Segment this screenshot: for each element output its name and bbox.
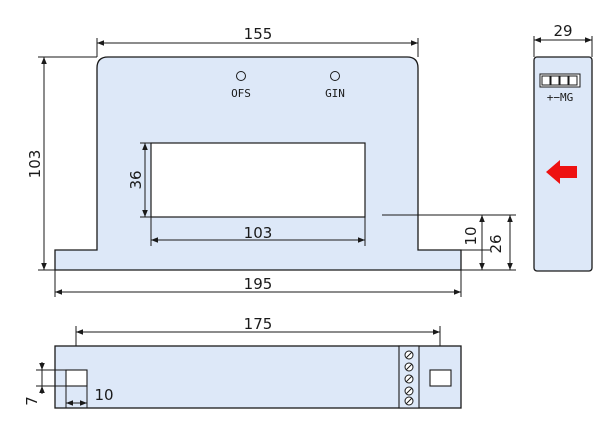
dim-label-window-width: 103	[244, 224, 273, 242]
screw-slot	[405, 351, 413, 359]
screw-slot	[405, 397, 413, 405]
conductor-window	[150, 142, 366, 218]
front-view: OFS GIN 155 103 36 103 195 10	[26, 25, 516, 297]
screw-slot	[405, 387, 413, 395]
connector-pin-icon	[559, 75, 569, 86]
terminal-screws	[404, 350, 414, 406]
mounting-hole-right	[429, 369, 452, 387]
dim-label-base-width: 195	[244, 275, 273, 293]
dim-label-window-height: 36	[127, 170, 145, 189]
bottom-body-outline	[54, 345, 462, 409]
ofs-label: OFS	[231, 87, 251, 100]
dim-label-hole-height: 7	[23, 396, 41, 406]
dim-label-window-offset: 26	[487, 234, 505, 253]
side-view: 29 +−MG	[533, 22, 593, 272]
bottom-view: 175 7 10	[23, 315, 462, 409]
dim-label-hole-width: 10	[94, 386, 113, 404]
dim-label-top-width: 155	[244, 25, 273, 43]
screw-slot	[405, 363, 413, 371]
dim-label-height: 103	[26, 150, 44, 179]
connector-pin-icon	[550, 75, 560, 86]
ofs-led-icon	[236, 71, 246, 81]
connector-pin-icon	[568, 75, 578, 86]
dim-label-foot-height: 10	[462, 226, 480, 245]
gin-led-icon	[330, 71, 340, 81]
connector-pin-labels: +−MG	[547, 91, 574, 104]
gin-label: GIN	[325, 87, 345, 100]
side-body-outline	[533, 56, 593, 272]
screw-slot	[405, 375, 413, 383]
dim-label-hole-spacing: 175	[244, 315, 273, 333]
dim-label-thickness: 29	[553, 22, 572, 40]
mounting-hole-left	[65, 369, 88, 387]
current-direction-arrow-icon	[546, 160, 577, 184]
connector-pin-icon	[541, 75, 551, 86]
